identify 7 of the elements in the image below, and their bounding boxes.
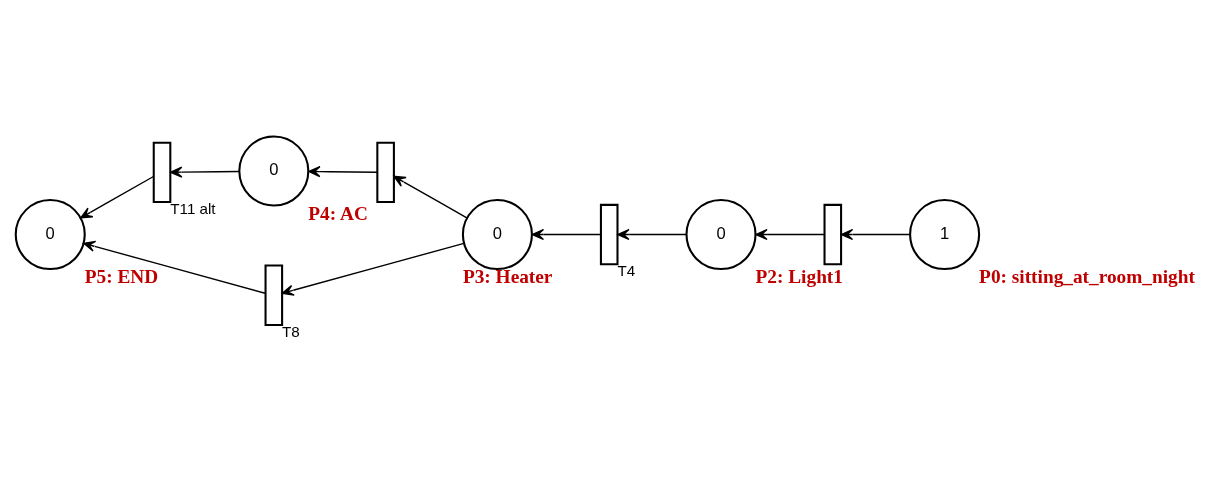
node-label: P4: AC bbox=[308, 202, 368, 224]
node-label: T4 bbox=[617, 262, 636, 280]
node-label: T8 bbox=[282, 323, 300, 341]
node-label: P2: Light1 bbox=[755, 266, 843, 288]
node-label: P5: END bbox=[84, 266, 159, 288]
node-label: T11 alt bbox=[170, 200, 216, 218]
node-label: P0: sitting_at_room_night bbox=[979, 266, 1195, 288]
